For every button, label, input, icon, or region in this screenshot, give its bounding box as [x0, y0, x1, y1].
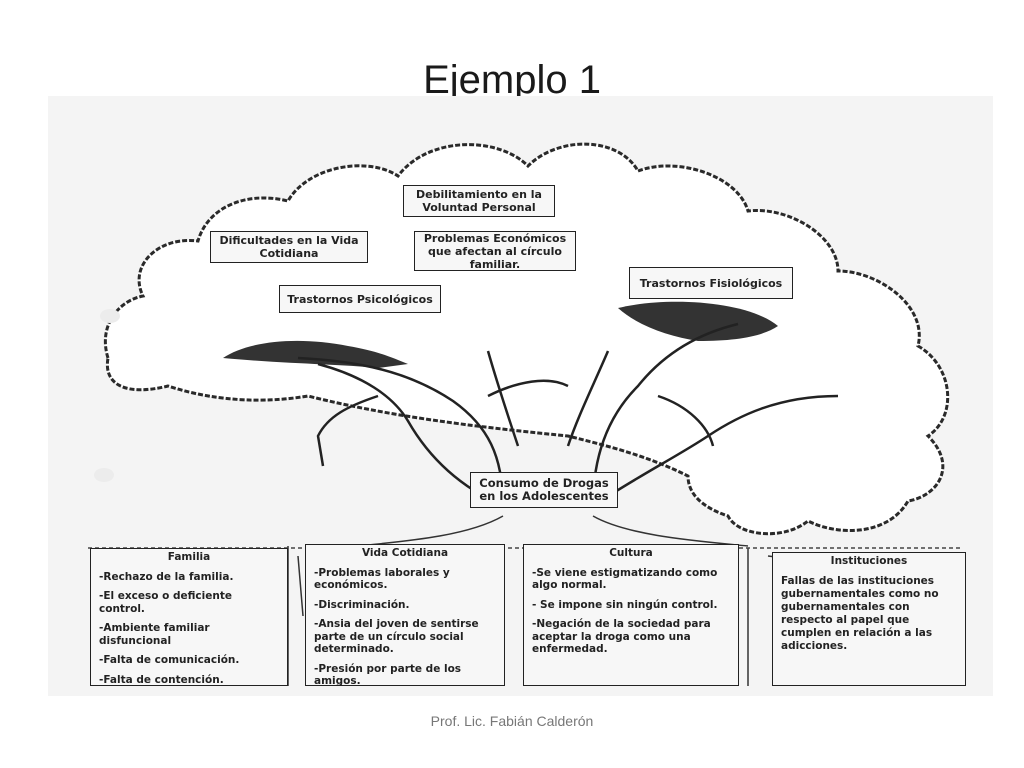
- crown-box-fisiologicos: Trastornos Fisiológicos: [629, 267, 793, 299]
- foliage-left: [223, 340, 408, 368]
- panel-item: -Ambiente familiar disfuncional: [99, 622, 210, 647]
- panel-item: -Problemas laborales y económicos.: [314, 566, 450, 592]
- root-panel-instituciones: Instituciones Fallas de las institucione…: [772, 552, 966, 686]
- panel-item: -Se viene estigmatizando como algo norma…: [532, 566, 718, 592]
- panel-heading: Vida Cotidiana: [361, 547, 449, 559]
- root-panel-cultura: Cultura -Se viene estigmatizando como al…: [523, 544, 739, 686]
- crown-box-economicos: Problemas Económicos que afectan al círc…: [414, 231, 576, 271]
- panel-heading: Instituciones: [830, 555, 908, 567]
- panel-item: -El exceso o deficiente control.: [99, 590, 232, 615]
- crown-box-psicologicos: Trastornos Psicológicos: [279, 285, 441, 313]
- foliage-right: [618, 301, 778, 341]
- crown-box-vida-cotidiana: Dificultades en la Vida Cotidiana: [210, 231, 368, 263]
- panel-heading: Familia: [167, 551, 211, 563]
- scanned-tree-diagram: Debilitamiento en la Voluntad Personal D…: [48, 96, 993, 696]
- panel-item: -Negación de la sociedad para aceptar la…: [532, 618, 711, 655]
- root-panel-familia: Familia -Rechazo de la familia. -El exce…: [90, 548, 288, 686]
- panel-item: - Se impone sin ningún control.: [532, 598, 718, 611]
- trunk-box-consumo: Consumo de Drogas en los Adolescentes: [470, 472, 618, 508]
- slide-title: Ejemplo 1: [423, 58, 601, 102]
- panel-item: -Ansia del joven de sentirse parte de un…: [314, 618, 479, 655]
- panel-item: -Rechazo de la familia.: [99, 570, 234, 583]
- panel-text: Fallas de las instituciones gubernamenta…: [781, 574, 939, 652]
- crown-box-voluntad: Debilitamiento en la Voluntad Personal: [403, 185, 555, 217]
- slide-footer-author: Prof. Lic. Fabián Calderón: [430, 713, 594, 729]
- panel-item: -Discriminación.: [314, 598, 410, 611]
- panel-item: -Presión por parte de los amigos.: [314, 662, 462, 688]
- panel-item: -Falta de contención.: [99, 673, 224, 686]
- punch-hole: [94, 468, 114, 482]
- punch-hole: [100, 309, 120, 323]
- panel-item: -Falta de comunicación.: [99, 654, 240, 666]
- tree-trunk-branches: [297, 322, 839, 508]
- root-panel-vida-cotidiana: Vida Cotidiana -Problemas laborales y ec…: [305, 544, 505, 688]
- panel-heading: Cultura: [609, 547, 653, 559]
